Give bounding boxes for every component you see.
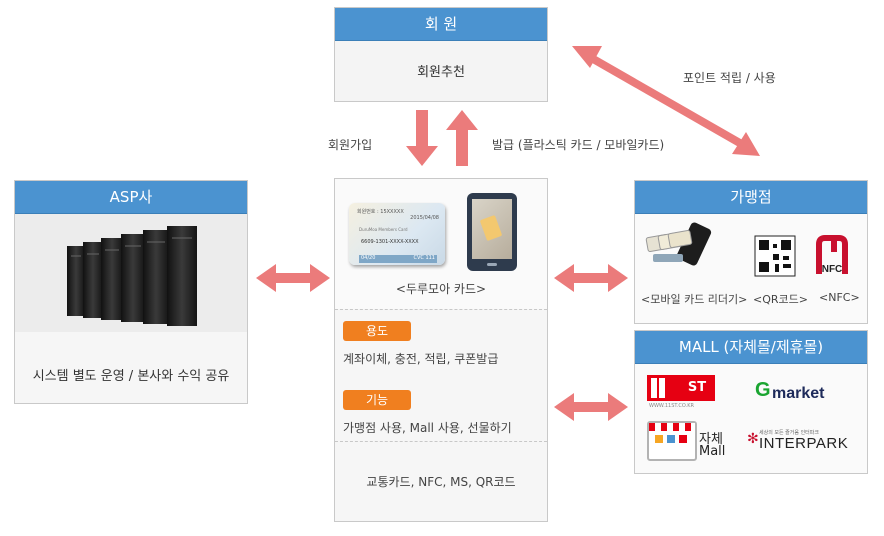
interpark-logo: INTERPARK (759, 435, 849, 452)
card-expiry: 04/20 (361, 255, 376, 261)
card-member-number: 회원번호 : 15XXXXX (357, 209, 404, 215)
member-title: 회 원 (335, 8, 547, 41)
down-arrow (406, 110, 438, 166)
extra-text: 교통카드, NFC, MS, QR코드 (366, 475, 516, 489)
gmarket-g: G (755, 379, 771, 401)
asp-title: ASP사 (15, 181, 247, 214)
gmarket-text: market (772, 385, 825, 402)
11st-logo (647, 375, 681, 401)
join-label: 회원가입 (328, 138, 373, 152)
card-date: 2015/04/08 (410, 215, 439, 221)
card-name: DuruMoa Members Card (359, 227, 408, 232)
interpark-star-icon: ✻ (747, 431, 759, 447)
card-number: 6609-1301-XXXX-XXXX (361, 239, 419, 245)
mall-title: MALL (자체몰/제휴몰) (635, 331, 867, 364)
up-arrow (446, 110, 478, 166)
server-rack-icon (67, 226, 197, 326)
feature-text: 가맹점 사용, Mall 사용, 선물하기 (343, 421, 512, 435)
right-double-arrow-merchant (554, 264, 628, 292)
card-reader-icon (645, 222, 712, 266)
right-double-arrow-mall (554, 393, 628, 421)
own-mall-icon (647, 421, 697, 461)
center-card-box: 회원번호 : 15XXXXX 2015/04/08 DuruMoa Member… (334, 178, 548, 522)
merchant-item-reader: <모바일 카드 리더기> (641, 293, 748, 306)
card-caption: <두루모아 카드> (395, 282, 487, 296)
svg-text:NFC: NFC (822, 264, 843, 275)
server-image (15, 214, 247, 332)
mall-box: MALL (자체몰/제휴몰) ST WWW.11ST.CO.KR G marke… (634, 330, 868, 474)
points-label: 포인트 적립 / 사용 (683, 71, 776, 85)
asp-description: 시스템 별도 운영 / 본사와 수익 공유 (32, 369, 230, 384)
nfc-icon: NFC (816, 235, 848, 275)
11st-label: ST (679, 375, 715, 401)
card-strip (359, 255, 437, 263)
own-mall-line1: 자체 (699, 432, 723, 447)
member-box: 회 원 회원추천 (334, 7, 548, 102)
merchant-item-nfc: <NFC> (819, 291, 860, 304)
card-cvc: CVC 111 (413, 255, 435, 261)
diagonal-double-arrow (572, 46, 760, 156)
usage-badge: 용도 (343, 321, 411, 341)
mobile-phone-icon (467, 193, 517, 271)
asp-box: ASP사 시스템 별도 운영 / 본사와 수익 공유 (14, 180, 248, 404)
own-mall-line2: Mall (699, 444, 726, 459)
merchant-title: 가맹점 (635, 181, 867, 214)
issue-label: 발급 (플라스틱 카드 / 모바일카드) (492, 138, 665, 152)
left-double-arrow (256, 264, 330, 292)
qr-code-icon (754, 235, 796, 277)
interpark-tagline: 세상의 모든 즐거움 인터파크 (759, 430, 819, 436)
merchant-box: 가맹점 NFC <모바일 카드 리더기> <QR코드> <NFC> (634, 180, 868, 324)
usage-text: 계좌이체, 충전, 적립, 쿠폰발급 (343, 352, 499, 366)
11st-url: WWW.11ST.CO.KR (649, 403, 694, 409)
merchant-icons: NFC (645, 222, 848, 277)
plastic-card: 회원번호 : 15XXXXX 2015/04/08 DuruMoa Member… (349, 203, 445, 265)
feature-badge: 기능 (343, 390, 411, 410)
member-recommend: 회원추천 (417, 65, 465, 80)
merchant-item-qr: <QR코드> (753, 293, 808, 306)
